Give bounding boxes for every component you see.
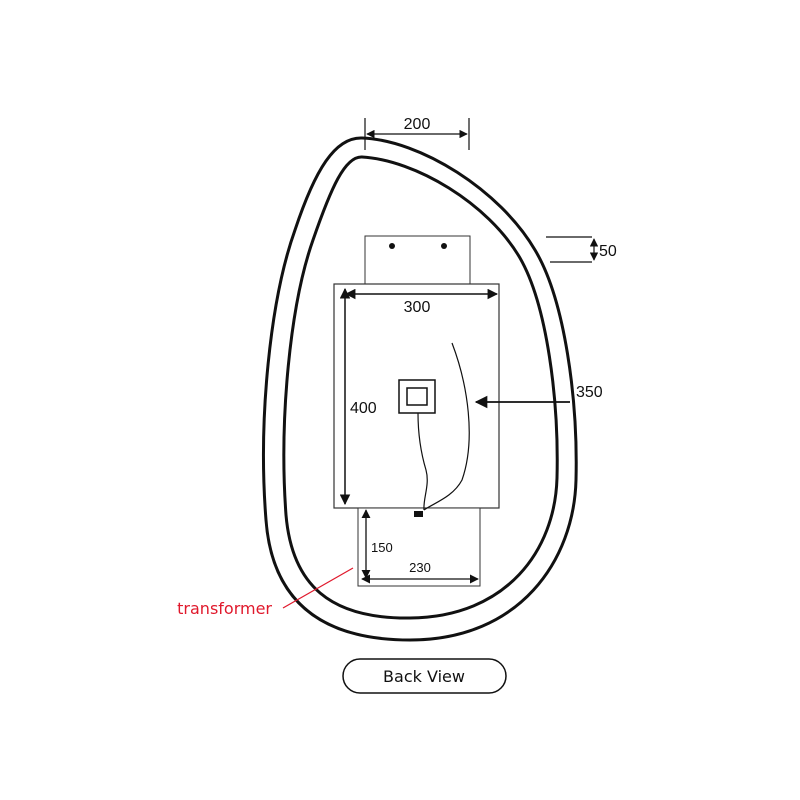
dimension-230-label: 230 — [409, 560, 431, 575]
transformer-callout: transformer — [177, 567, 354, 618]
bracket-screw-hole-right — [441, 243, 447, 249]
dimension-350-label: 350 — [576, 384, 603, 401]
dimension-150-label: 150 — [371, 540, 393, 555]
bracket-screw-hole-left — [389, 243, 395, 249]
dimension-400-label: 400 — [350, 400, 377, 417]
dimension-300-label: 300 — [404, 299, 431, 316]
dimension-50-label: 50 — [599, 243, 617, 260]
dimension-300: 300 — [344, 288, 499, 316]
dimension-200: 200 — [364, 116, 470, 150]
wire-connector — [414, 511, 423, 517]
switch-wire — [417, 412, 428, 511]
power-wire — [423, 342, 470, 511]
view-caption: Back View — [342, 658, 507, 694]
mirror-outer-outline — [262, 136, 578, 642]
hanging-bracket — [364, 235, 471, 287]
transformer-callout-label: transformer — [177, 599, 272, 618]
dimension-150: 150 — [361, 509, 393, 579]
view-caption-label: Back View — [383, 667, 465, 686]
dimension-350: 350 — [474, 384, 603, 409]
transformer-box — [357, 507, 481, 587]
dimension-200-label: 200 — [404, 116, 431, 133]
dimension-400: 400 — [339, 287, 377, 506]
dimension-50: 50 — [546, 236, 617, 263]
mirror-inner-outline — [282, 155, 559, 620]
switch-box — [398, 379, 436, 414]
dimension-230: 230 — [361, 560, 479, 584]
